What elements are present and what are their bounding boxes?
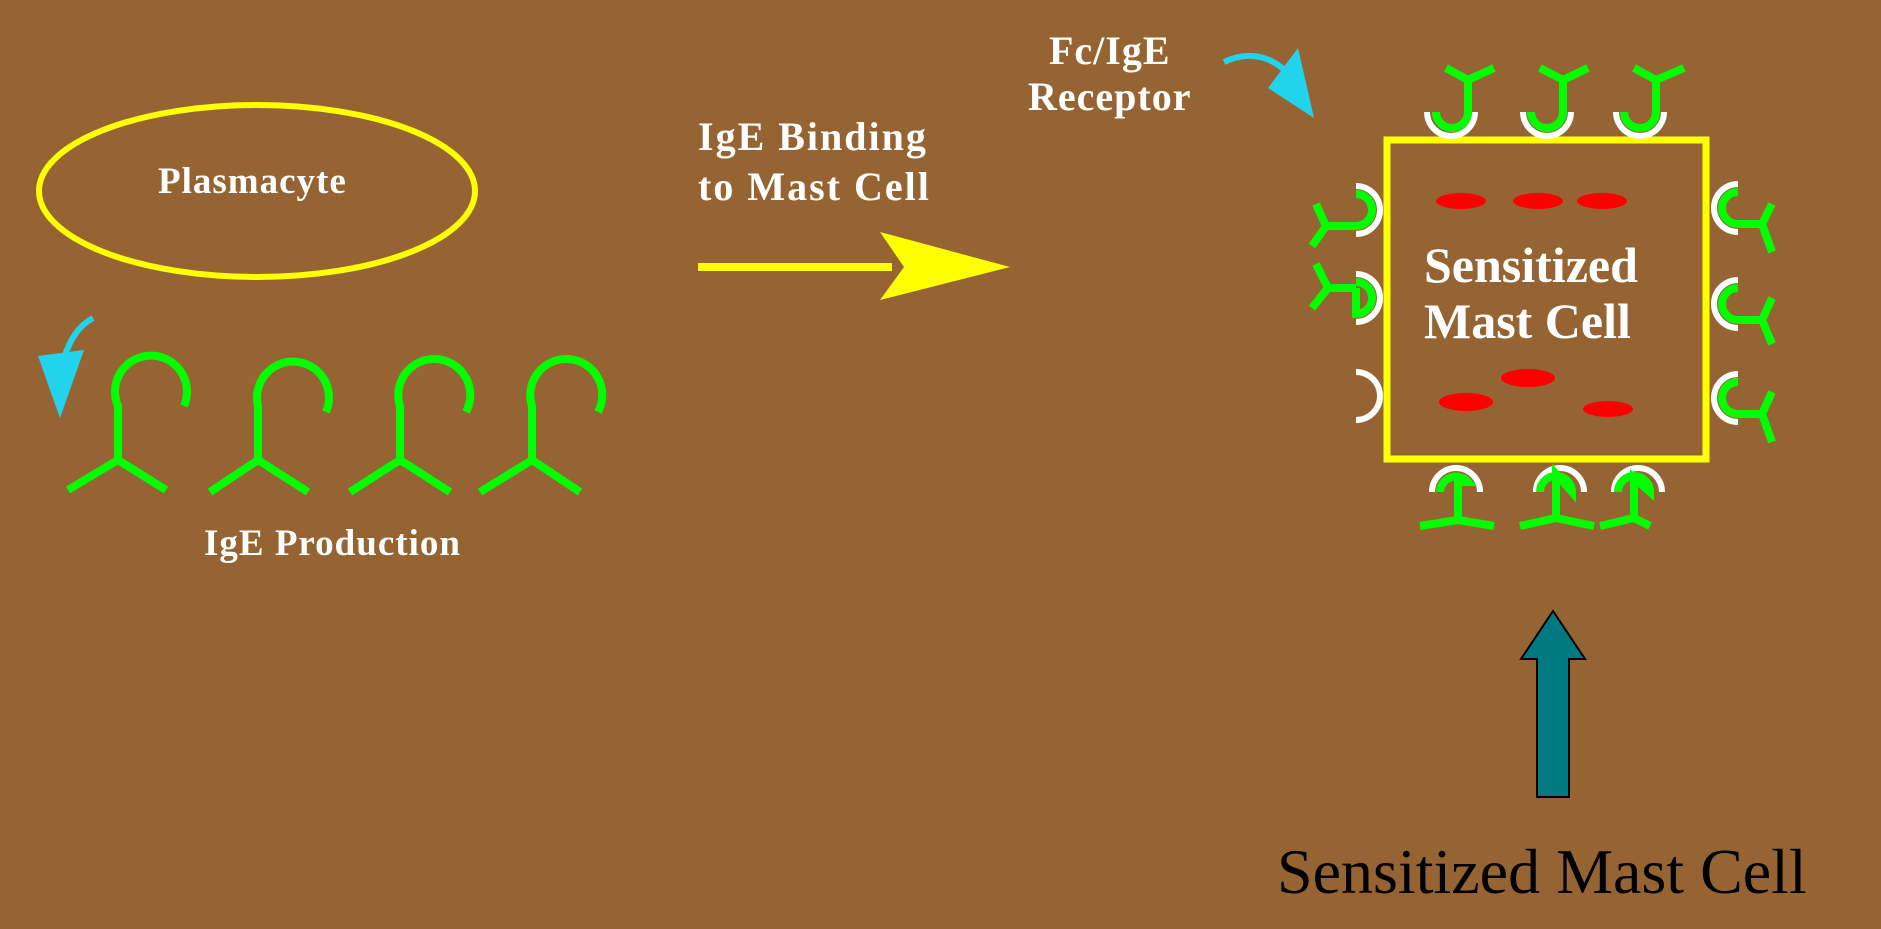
- arrow-right-icon: [698, 232, 1010, 300]
- ige-antibody: [477, 354, 607, 496]
- binding-label-line1: IgE Binding: [698, 114, 928, 159]
- receptor-top: [1424, 64, 1496, 139]
- receptor-bottom: [1519, 463, 1595, 530]
- mast-cell-label: Sensitized Mast Cell: [1424, 237, 1638, 349]
- receptor-left: [1355, 369, 1383, 423]
- ige-antibody-row: [65, 351, 607, 496]
- receptor-bottom: [1599, 465, 1665, 530]
- plasmacyte-cell: [36, 102, 478, 280]
- receptor-top: [1520, 64, 1590, 139]
- receptor-right: [1711, 181, 1776, 254]
- receptor-left: [1308, 183, 1383, 249]
- ige-antibody: [65, 351, 191, 494]
- binding-label-line2: to Mast Cell: [698, 164, 931, 209]
- granules: [1436, 193, 1633, 417]
- ige-antibody: [347, 354, 475, 496]
- receptor-bottom: [1419, 465, 1495, 530]
- receptor-right: [1711, 371, 1776, 444]
- mast-cell-label-line1: Sensitized: [1424, 237, 1638, 293]
- mast-cell-label-line2: Mast Cell: [1424, 293, 1631, 349]
- receptor-right: [1711, 277, 1776, 346]
- ige-antibody: [207, 357, 333, 496]
- plasmacyte-label: Plasmacyte: [158, 161, 347, 202]
- receptor-label-line2: Receptor: [1028, 74, 1192, 119]
- caption: Sensitized Mast Cell: [1277, 836, 1807, 907]
- curved-arrow-icon: [38, 315, 95, 418]
- receptor-label: Fc/IgE Receptor: [1028, 28, 1191, 120]
- arrow-up-icon: [1519, 609, 1587, 798]
- production-label: IgE Production: [204, 523, 461, 564]
- receptor-top: [1613, 64, 1686, 139]
- curved-arrow-icon: [1222, 48, 1314, 118]
- binding-label: IgE Binding to Mast Cell: [698, 112, 931, 212]
- receptor-label-line1: Fc/IgE: [1048, 28, 1171, 73]
- receptor-left: [1308, 262, 1383, 325]
- mast-cell: [1383, 136, 1710, 463]
